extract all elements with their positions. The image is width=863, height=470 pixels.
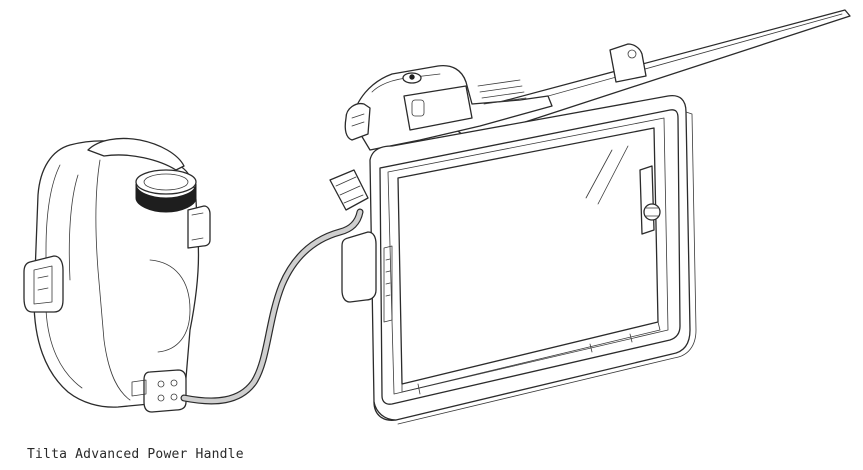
product-caption: Tilta Advanced Power Handle (27, 447, 244, 462)
power-handle (23, 137, 211, 413)
power-cable (180, 169, 369, 405)
monitor (341, 9, 851, 425)
